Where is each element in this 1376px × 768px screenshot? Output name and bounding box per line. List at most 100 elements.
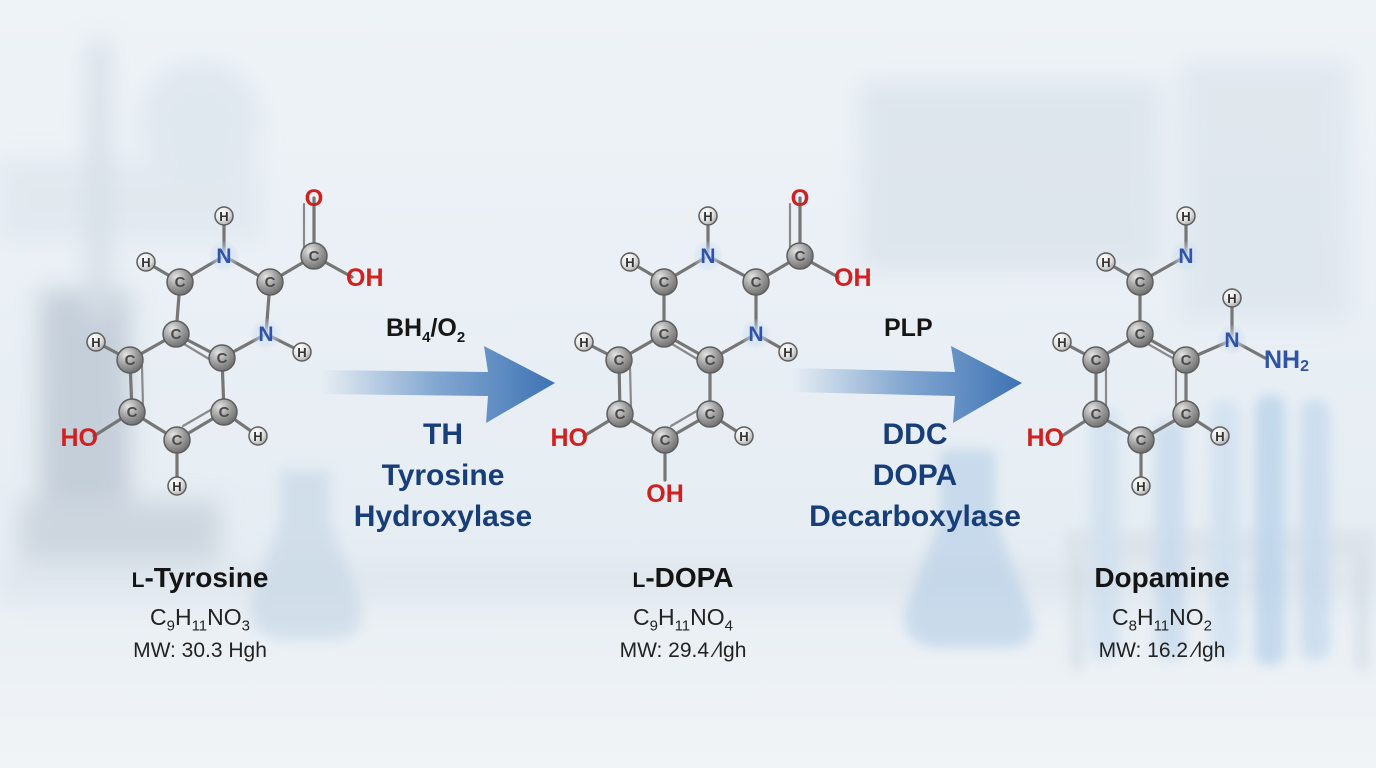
atom-h: H bbox=[136, 252, 156, 272]
amino-group: NH2 bbox=[1264, 346, 1309, 375]
atom-h: H bbox=[574, 332, 594, 352]
atom-c: C bbox=[650, 320, 678, 348]
hydroxyl-group: OH bbox=[346, 264, 384, 292]
atom-o: O bbox=[791, 185, 810, 212]
atom-h: H bbox=[1176, 206, 1196, 226]
svg-text:C: C bbox=[1091, 406, 1102, 423]
atom-h: H bbox=[1096, 252, 1116, 272]
atom-c: C bbox=[650, 268, 678, 296]
atom-h: H bbox=[292, 342, 312, 362]
svg-text:O: O bbox=[791, 185, 810, 212]
svg-text:C: C bbox=[265, 274, 276, 291]
atom-h: H bbox=[1210, 426, 1230, 446]
atom-h: H bbox=[698, 206, 718, 226]
cofactor-label-step-2: PLP bbox=[884, 314, 933, 342]
atom-n: N bbox=[251, 319, 281, 349]
caption-dopamine: Dopamine C8H11NO2 MW: 16.2 ⁄lgh bbox=[1062, 562, 1262, 663]
svg-text:C: C bbox=[1136, 432, 1147, 449]
enzyme-abbreviation: DDC bbox=[882, 418, 948, 451]
atom-c: C bbox=[210, 398, 238, 426]
svg-text:C: C bbox=[1135, 326, 1146, 343]
svg-text:H: H bbox=[783, 345, 792, 360]
svg-text:C: C bbox=[175, 274, 186, 291]
svg-text:N: N bbox=[700, 245, 715, 268]
svg-text:C: C bbox=[217, 350, 228, 367]
compound-name: L-Tyrosine bbox=[131, 562, 269, 593]
enzyme-name-line: Tyrosine bbox=[381, 459, 505, 492]
atom-c: C bbox=[1172, 346, 1200, 374]
atom-c: C bbox=[163, 426, 191, 454]
svg-text:H: H bbox=[172, 479, 181, 494]
caption-l-tyrosine: L-Tyrosine C9H11NO3 MW: 30.3 Hgh bbox=[100, 562, 300, 663]
atom-c: C bbox=[1126, 320, 1154, 348]
reaction-arrow-2 bbox=[790, 346, 1022, 423]
atom-c: C bbox=[1127, 426, 1155, 454]
svg-text:C: C bbox=[1135, 274, 1146, 291]
svg-text:N: N bbox=[1224, 329, 1239, 352]
svg-text:H: H bbox=[141, 255, 150, 270]
svg-text:H: H bbox=[91, 335, 100, 350]
svg-text:C: C bbox=[309, 248, 320, 265]
reaction-arrow-1 bbox=[320, 346, 555, 423]
svg-text:C: C bbox=[751, 274, 762, 291]
svg-text:H: H bbox=[1101, 255, 1110, 270]
atom-c: C bbox=[208, 344, 236, 372]
hydroxyl-group: OH bbox=[834, 264, 872, 292]
svg-text:N: N bbox=[216, 245, 231, 268]
molecular-formula: C9H11NO4 bbox=[632, 604, 734, 635]
svg-text:H: H bbox=[297, 345, 306, 360]
atom-c: C bbox=[116, 346, 144, 374]
atom-c: C bbox=[166, 268, 194, 296]
enzyme-label-step-2: DDC DOPA Decarboxylase bbox=[790, 414, 1040, 537]
atom-c: C bbox=[786, 242, 814, 270]
atom-c: C bbox=[256, 268, 284, 296]
svg-text:H: H bbox=[739, 429, 748, 444]
svg-text:H: H bbox=[219, 209, 228, 224]
svg-text:C: C bbox=[660, 432, 671, 449]
atom-c: C bbox=[300, 242, 328, 270]
atom-o: O bbox=[305, 185, 324, 212]
svg-text:C: C bbox=[705, 406, 716, 423]
molecular-weight: MW: 16.2 ⁄lgh bbox=[1098, 638, 1226, 662]
svg-text:N: N bbox=[1178, 245, 1193, 268]
hydroxyl-group: HO bbox=[61, 424, 99, 452]
svg-text:C: C bbox=[659, 326, 670, 343]
atom-c: C bbox=[651, 426, 679, 454]
svg-text:C: C bbox=[171, 326, 182, 343]
atom-n: N bbox=[1217, 325, 1247, 355]
svg-text:C: C bbox=[795, 248, 806, 265]
cofactor-label-step-1: BH4/O2 bbox=[386, 314, 466, 346]
atom-h: H bbox=[1222, 288, 1242, 308]
svg-text:H: H bbox=[625, 255, 634, 270]
compound-name: Dopamine bbox=[1094, 562, 1230, 593]
caption-l-dopa: L-DOPA C9H11NO4 MW: 29.4 ⁄lgh bbox=[583, 562, 783, 663]
hydroxyl-group: OH bbox=[646, 480, 684, 508]
enzyme-name-line: DOPA bbox=[872, 459, 958, 492]
svg-text:C: C bbox=[1181, 352, 1192, 369]
enzyme-abbreviation: TH bbox=[423, 418, 463, 451]
atom-h: H bbox=[214, 206, 234, 226]
atom-c: C bbox=[1126, 268, 1154, 296]
atom-c: C bbox=[606, 400, 634, 428]
svg-text:H: H bbox=[1227, 291, 1236, 306]
atom-h: H bbox=[1052, 332, 1072, 352]
atom-h: H bbox=[86, 332, 106, 352]
svg-text:C: C bbox=[127, 404, 138, 421]
atom-h: H bbox=[620, 252, 640, 272]
svg-text:H: H bbox=[1181, 209, 1190, 224]
enzyme-name-line: Hydroxylase bbox=[353, 500, 533, 533]
enzyme-label-step-1: TH Tyrosine Hydroxylase bbox=[323, 414, 563, 537]
svg-text:C: C bbox=[659, 274, 670, 291]
atom-h: H bbox=[778, 342, 798, 362]
hydroxyl-group: HO bbox=[1027, 424, 1065, 452]
svg-text:C: C bbox=[1091, 352, 1102, 369]
hydroxyl-group: HO bbox=[551, 424, 589, 452]
atom-c: C bbox=[1082, 400, 1110, 428]
svg-text:C: C bbox=[1181, 406, 1192, 423]
atom-c: C bbox=[696, 400, 724, 428]
atom-h: H bbox=[248, 426, 268, 446]
svg-text:C: C bbox=[615, 406, 626, 423]
atom-c: C bbox=[1172, 400, 1200, 428]
svg-text:C: C bbox=[125, 352, 136, 369]
